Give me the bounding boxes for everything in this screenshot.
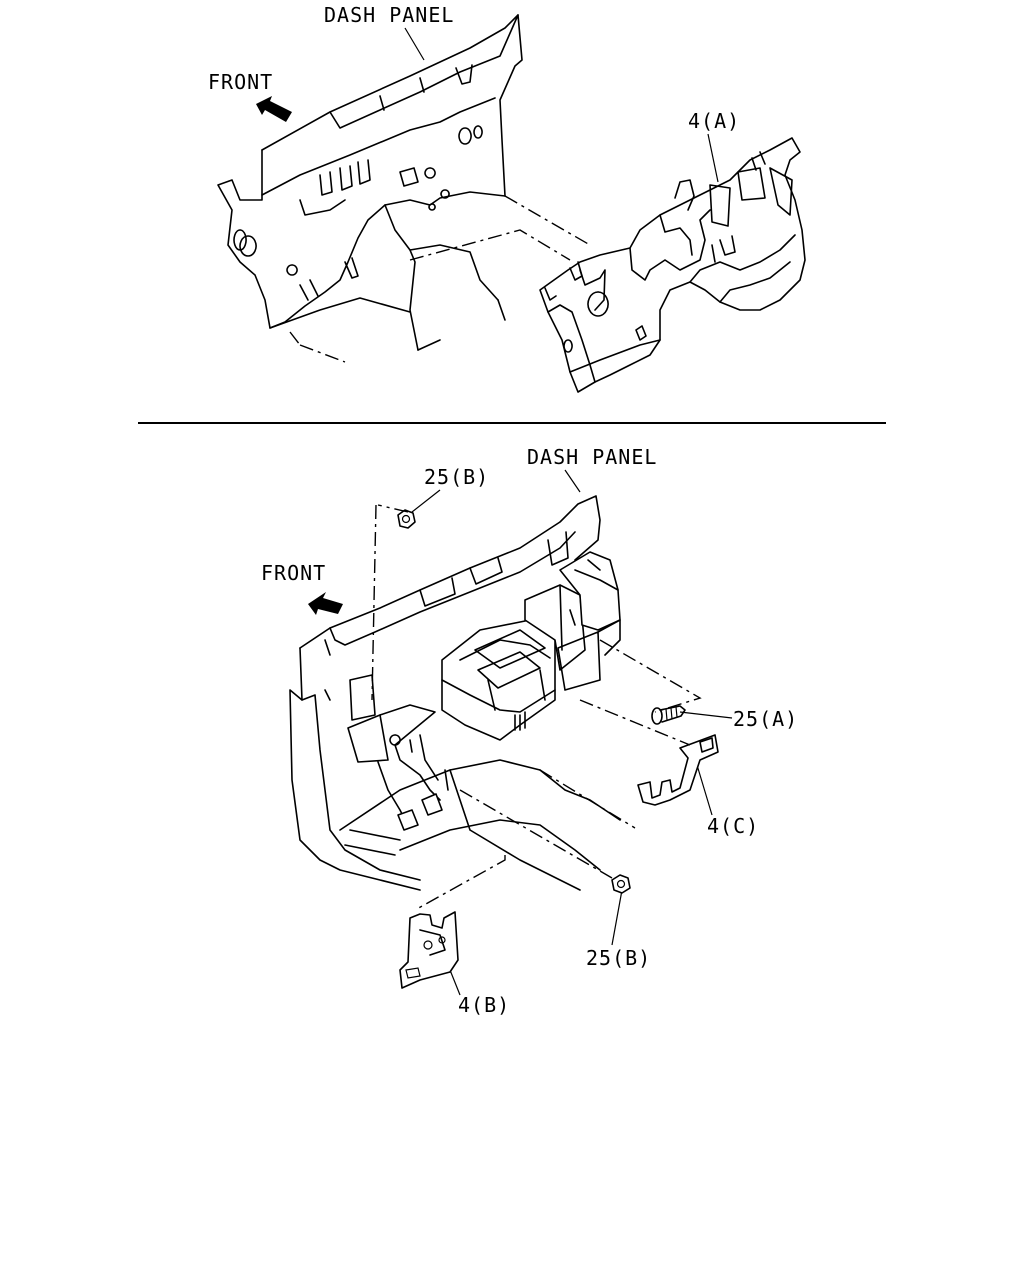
top-dash-panel-body (217, 14, 523, 351)
top-part-4a-leader (707, 133, 719, 183)
top-front-arrow-icon (256, 96, 292, 122)
top-guide-line-3 (289, 331, 346, 363)
bottom-nut-bottom-leader (611, 889, 623, 946)
top-front-label: FRONT (208, 70, 273, 94)
nut-25b-top-icon (397, 509, 416, 529)
bottom-front-label: FRONT (261, 561, 326, 585)
top-part-4a-label: 4(A) (688, 109, 740, 133)
top-view: DASH PANEL FRONT 4(A) (208, 3, 806, 393)
bottom-dash-panel-leader (564, 469, 581, 493)
top-guide-line-2 (409, 229, 571, 261)
bracket-4c (637, 734, 719, 806)
bottom-front-arrow-icon (308, 592, 343, 615)
bottom-screw-leader (679, 711, 733, 719)
bottom-nut-bottom-label: 25(B) (586, 946, 651, 970)
top-dash-panel-label: DASH PANEL (324, 3, 454, 27)
bottom-guide-screw (599, 639, 702, 713)
bottom-pedal-assembly (347, 704, 449, 831)
screw-25a-icon (651, 705, 686, 725)
bottom-guide-nut-top-2 (377, 504, 409, 513)
bottom-bracket-4c-label: 4(C) (707, 814, 759, 838)
bottom-guide-nut-top (371, 504, 377, 701)
bottom-bracket-4c-leader (696, 764, 713, 816)
top-guide-line-1 (504, 195, 591, 246)
bracket-4b (399, 911, 459, 989)
bottom-guide-floor (539, 769, 636, 829)
nut-25b-bottom-icon (611, 874, 631, 894)
bottom-guide-bracket-c (579, 699, 691, 746)
bottom-guide-bracket-b (414, 855, 506, 911)
bottom-bracket-4b-label: 4(B) (458, 993, 510, 1017)
top-insulator-4a (539, 137, 806, 393)
top-dash-panel-leader (404, 27, 425, 61)
bottom-nut-top-leader (411, 489, 441, 513)
bottom-guide-nut-bottom (459, 789, 613, 879)
bottom-nut-top-label: 25(B) (424, 465, 489, 489)
bottom-dash-panel-body (289, 495, 621, 891)
bottom-dash-panel-label: DASH PANEL (527, 445, 657, 469)
bottom-heater-unit (441, 551, 621, 741)
bottom-view: DASH PANEL 25(B) FRONT 25(A) 4(C) 25(B) … (261, 445, 798, 1017)
bottom-screw-label: 25(A) (733, 707, 798, 731)
